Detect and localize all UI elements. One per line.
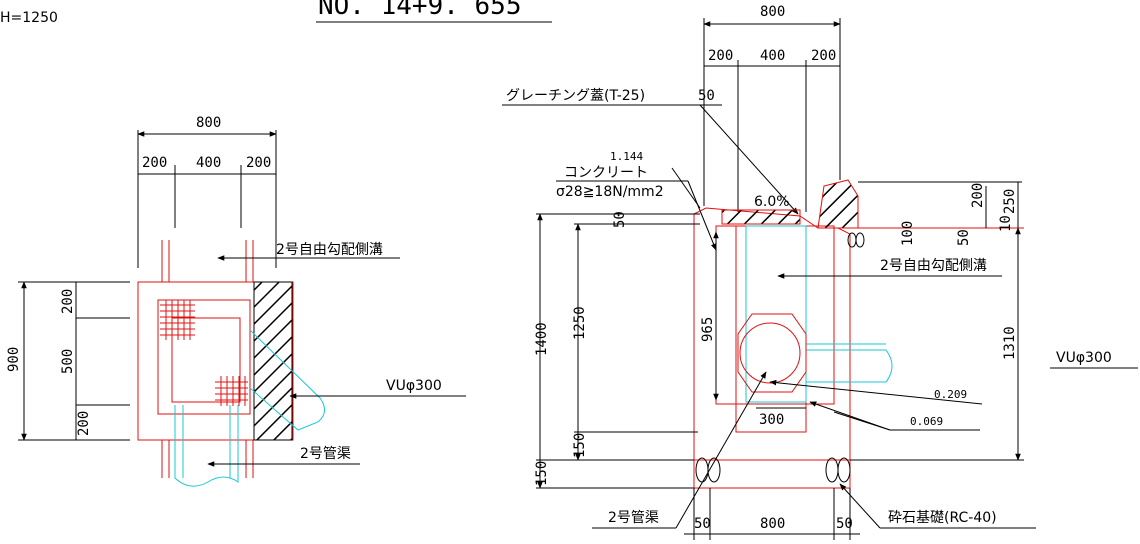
sec-slope-b-leader-2 — [833, 411, 891, 431]
sec-dim-bot-right-text: 50 — [836, 516, 853, 532]
sec-gravel-oval-5 — [847, 232, 857, 248]
sec-pipe-circle — [739, 322, 801, 384]
sec-dim-top-left-text: 200 — [708, 48, 733, 64]
plan-gutter-hatch — [253, 281, 293, 441]
sec-gravel-leader — [839, 483, 881, 529]
plan-rebar-grid-2 — [215, 376, 248, 406]
station-title: NO. 14+9. 655 — [318, 0, 522, 21]
sec-concrete-label: コンクリート — [564, 165, 648, 181]
sec-ratio-text: 1.144 — [610, 150, 643, 163]
sec-pipe-label: VUφ300 — [1056, 350, 1112, 366]
sec-grating-leader — [699, 104, 799, 215]
sec-dim-150-a-text: 150 — [572, 433, 588, 458]
sec-gravel-oval-3 — [825, 457, 839, 483]
sec-culvert-leader — [675, 371, 767, 529]
plan-dim-top-total-text: 800 — [196, 115, 221, 131]
plan-dim-side-top-text: 200 — [60, 289, 76, 314]
plan-dim-side-mid-text: 500 — [60, 349, 76, 374]
plan-culvert-label: 2号管渠 — [300, 446, 351, 462]
sec-dim-50-text: 50 — [698, 88, 715, 104]
sec-dim-1310-text: 1310 — [1002, 326, 1018, 360]
sec-slope-b-text: 0.069 — [910, 415, 943, 428]
sec-grating-label: グレーチング蓋(T-25) — [506, 88, 645, 104]
plan-view: 800 200 400 200 900 200 500 200 — [6, 115, 466, 487]
sec-cyan-channel — [745, 225, 807, 403]
sec-dim-top-mid-text: 400 — [760, 48, 785, 64]
sec-dim-top-total-text: 800 — [760, 4, 785, 20]
sec-dim-10-text: 10 — [998, 215, 1014, 232]
sec-concrete-leader — [687, 180, 717, 251]
sec-gravel-oval-6 — [855, 232, 865, 248]
sec-gravel-oval-1 — [695, 457, 709, 483]
plan-rebar-grid-1 — [160, 300, 195, 340]
sec-dim-150-b-text: 150 — [534, 461, 550, 486]
sec-dim-bot-left-text: 50 — [694, 516, 711, 532]
sec-gravel-oval-4 — [837, 457, 851, 483]
sec-dim-250-text: 250 — [1002, 189, 1018, 214]
plan-dim-top-left-text: 200 — [142, 155, 167, 171]
sec-inner-wall — [715, 225, 835, 405]
plan-pipe-label: VUφ300 — [386, 378, 442, 394]
sec-slope-a-leader — [769, 379, 983, 405]
sec-pipe-dim-text: 300 — [759, 412, 784, 428]
sec-gravel-label: 砕石基礎(RC-40) — [888, 509, 997, 526]
sec-vu-pipe — [806, 349, 893, 383]
plan-inner-box-2 — [171, 317, 241, 403]
plan-outer-box — [137, 281, 294, 441]
sec-dim-965-text: 965 — [700, 317, 716, 342]
sec-slope-text: 6.0% — [754, 194, 790, 210]
plan-dim-top-right-text: 200 — [246, 155, 271, 171]
sec-ratio-leader — [671, 167, 701, 209]
sec-dim-thk-50-text: 50 — [612, 211, 628, 228]
sec-dim-50r-text: 50 — [956, 229, 972, 246]
plan-dim-top-mid-text: 400 — [196, 155, 221, 171]
sec-gutter-label: 2号自由勾配側溝 — [880, 258, 987, 274]
sec-dim-100-text: 100 — [900, 221, 916, 246]
header-h-text: H=1250 — [0, 10, 58, 26]
sec-slope-a-text: 0.209 — [934, 388, 967, 401]
sec-grating-cover — [721, 209, 801, 225]
plan-vu-pipe — [249, 329, 325, 431]
plan-dim-side-total-text: 900 — [6, 347, 22, 372]
sec-pipe-octagon — [737, 313, 807, 393]
sec-dim-200-text: 200 — [970, 183, 986, 208]
sec-gravel-oval-2 — [707, 457, 721, 483]
plan-dim-side-bot-text: 200 — [76, 411, 92, 436]
sec-concrete-strength: σ28≧18N/mm2 — [556, 184, 664, 200]
sec-culvert-label: 2号管渠 — [608, 510, 659, 526]
section-view: 800 200 400 200 50 グレーチング蓋(T-25) 1.144 コ… — [502, 4, 1138, 540]
sec-dim-bot-mid-text: 800 — [760, 516, 785, 532]
sec-dim-1250-text: 1250 — [572, 306, 588, 340]
sec-dim-1400-text: 1400 — [534, 322, 550, 356]
sec-curb-block — [817, 179, 859, 229]
plan-culvert-pipe — [174, 405, 239, 487]
plan-inner-box — [157, 299, 251, 415]
sec-dim-top-right-text: 200 — [811, 48, 836, 64]
plan-gutter-label: 2号自由勾配側溝 — [276, 242, 383, 258]
